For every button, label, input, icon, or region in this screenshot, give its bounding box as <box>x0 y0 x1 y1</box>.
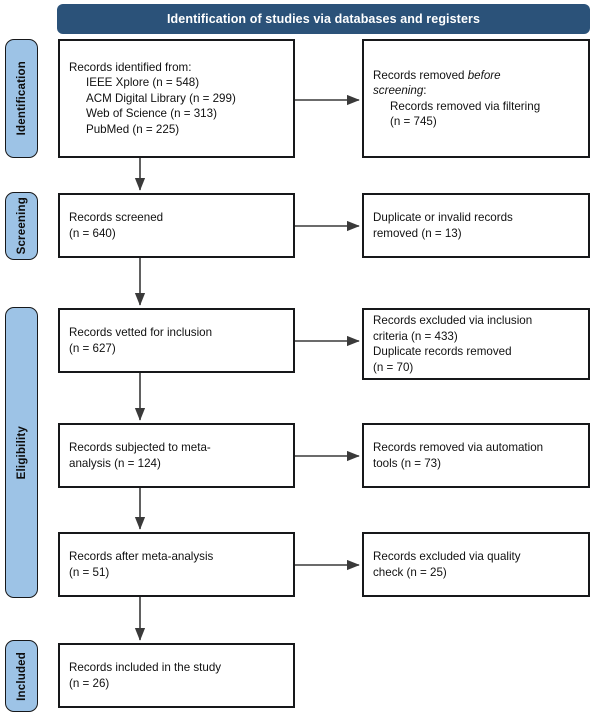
records-identified-line-2: IEEE Xplore (n = 548) <box>86 76 200 90</box>
after-meta-line-1: Records after meta-analysis <box>69 550 214 563</box>
removed-before-screening-line-3: Records removed via filtering <box>390 99 541 113</box>
box-duplicate-invalid-removed: Duplicate or invalid records removed (n … <box>362 193 590 258</box>
removed-before-screening-emphasis-before: before <box>467 68 501 82</box>
removed-before-screening-emphasis-screening: screening <box>373 84 424 97</box>
records-identified-line-4: Web of Science (n = 313) <box>86 107 217 121</box>
records-screened-line-2: (n = 640) <box>69 226 116 240</box>
box-records-meta-analysis: Records subjected to meta- analysis (n =… <box>58 423 295 488</box>
box-records-excluded-quality: Records excluded via quality check (n = … <box>362 532 590 597</box>
stage-tab-included: Included <box>5 640 38 712</box>
included-final-line-2: (n = 26) <box>69 676 110 690</box>
meta-analysis-line-1: Records subjected to meta- <box>69 441 211 454</box>
removed-before-screening-line-4: (n = 745) <box>390 115 437 128</box>
box-records-excluded-inclusion: Records excluded via inclusion criteria … <box>362 308 590 380</box>
box-records-after-meta-analysis: Records after meta-analysis (n = 51) <box>58 532 295 597</box>
stage-label-included: Included <box>15 651 28 701</box>
meta-analysis-line-2: analysis (n = 124) <box>69 456 161 470</box>
stage-label-eligibility: Eligibility <box>15 425 28 480</box>
quality-check-line-1: Records excluded via quality <box>373 550 521 563</box>
included-final-line-1: Records included in the study <box>69 661 222 674</box>
automation-tools-line-2: tools (n = 73) <box>373 456 441 470</box>
box-records-removed-before-screening: Records removed before screening: Record… <box>362 39 590 158</box>
records-identified-line-5: PubMed (n = 225) <box>86 122 180 136</box>
records-identified-line-1: Records identified from: <box>69 60 192 74</box>
stage-tab-identification: Identification <box>5 39 38 158</box>
records-vetted-line-1: Records vetted for inclusion <box>69 326 213 339</box>
stage-tab-screening: Screening <box>5 192 38 260</box>
duplicate-invalid-line-2: removed (n = 13) <box>373 226 462 240</box>
excluded-inclusion-line-1: Records excluded via inclusion <box>373 314 533 327</box>
removed-before-screening-colon: : <box>423 84 427 97</box>
diagram-header-banner: Identification of studies via databases … <box>57 4 590 34</box>
automation-tools-line-1: Records removed via automation <box>373 441 544 454</box>
excluded-inclusion-line-3: Duplicate records removed <box>373 345 512 358</box>
records-screened-line-1: Records screened <box>69 211 164 224</box>
diagram-title: Identification of studies via databases … <box>166 12 481 26</box>
box-records-included-final: Records included in the study (n = 26) <box>58 643 295 708</box>
after-meta-line-2: (n = 51) <box>69 565 110 579</box>
box-records-removed-automation: Records removed via automation tools (n … <box>362 423 590 488</box>
removed-before-screening-line-1: Records removed before <box>373 68 579 84</box>
duplicate-invalid-line-1: Duplicate or invalid records <box>373 211 513 224</box>
stage-label-screening: Screening <box>15 197 28 255</box>
stage-tab-eligibility: Eligibility <box>5 307 38 598</box>
quality-check-line-2: check (n = 25) <box>373 565 447 579</box>
excluded-inclusion-line-4: (n = 70) <box>373 360 414 374</box>
box-records-screened: Records screened (n = 640) <box>58 193 295 258</box>
removed-before-screening-line-2: screening: <box>373 83 579 99</box>
removed-before-screening-text-a: Records removed <box>373 68 468 82</box>
box-records-vetted: Records vetted for inclusion (n = 627) <box>58 308 295 373</box>
records-identified-line-3: ACM Digital Library (n = 299) <box>86 91 236 105</box>
excluded-inclusion-line-2: criteria (n = 433) <box>373 329 458 343</box>
stage-label-identification: Identification <box>15 61 28 136</box>
records-vetted-line-2: (n = 627) <box>69 341 116 355</box>
box-records-identified: Records identified from: IEEE Xplore (n … <box>58 39 295 158</box>
